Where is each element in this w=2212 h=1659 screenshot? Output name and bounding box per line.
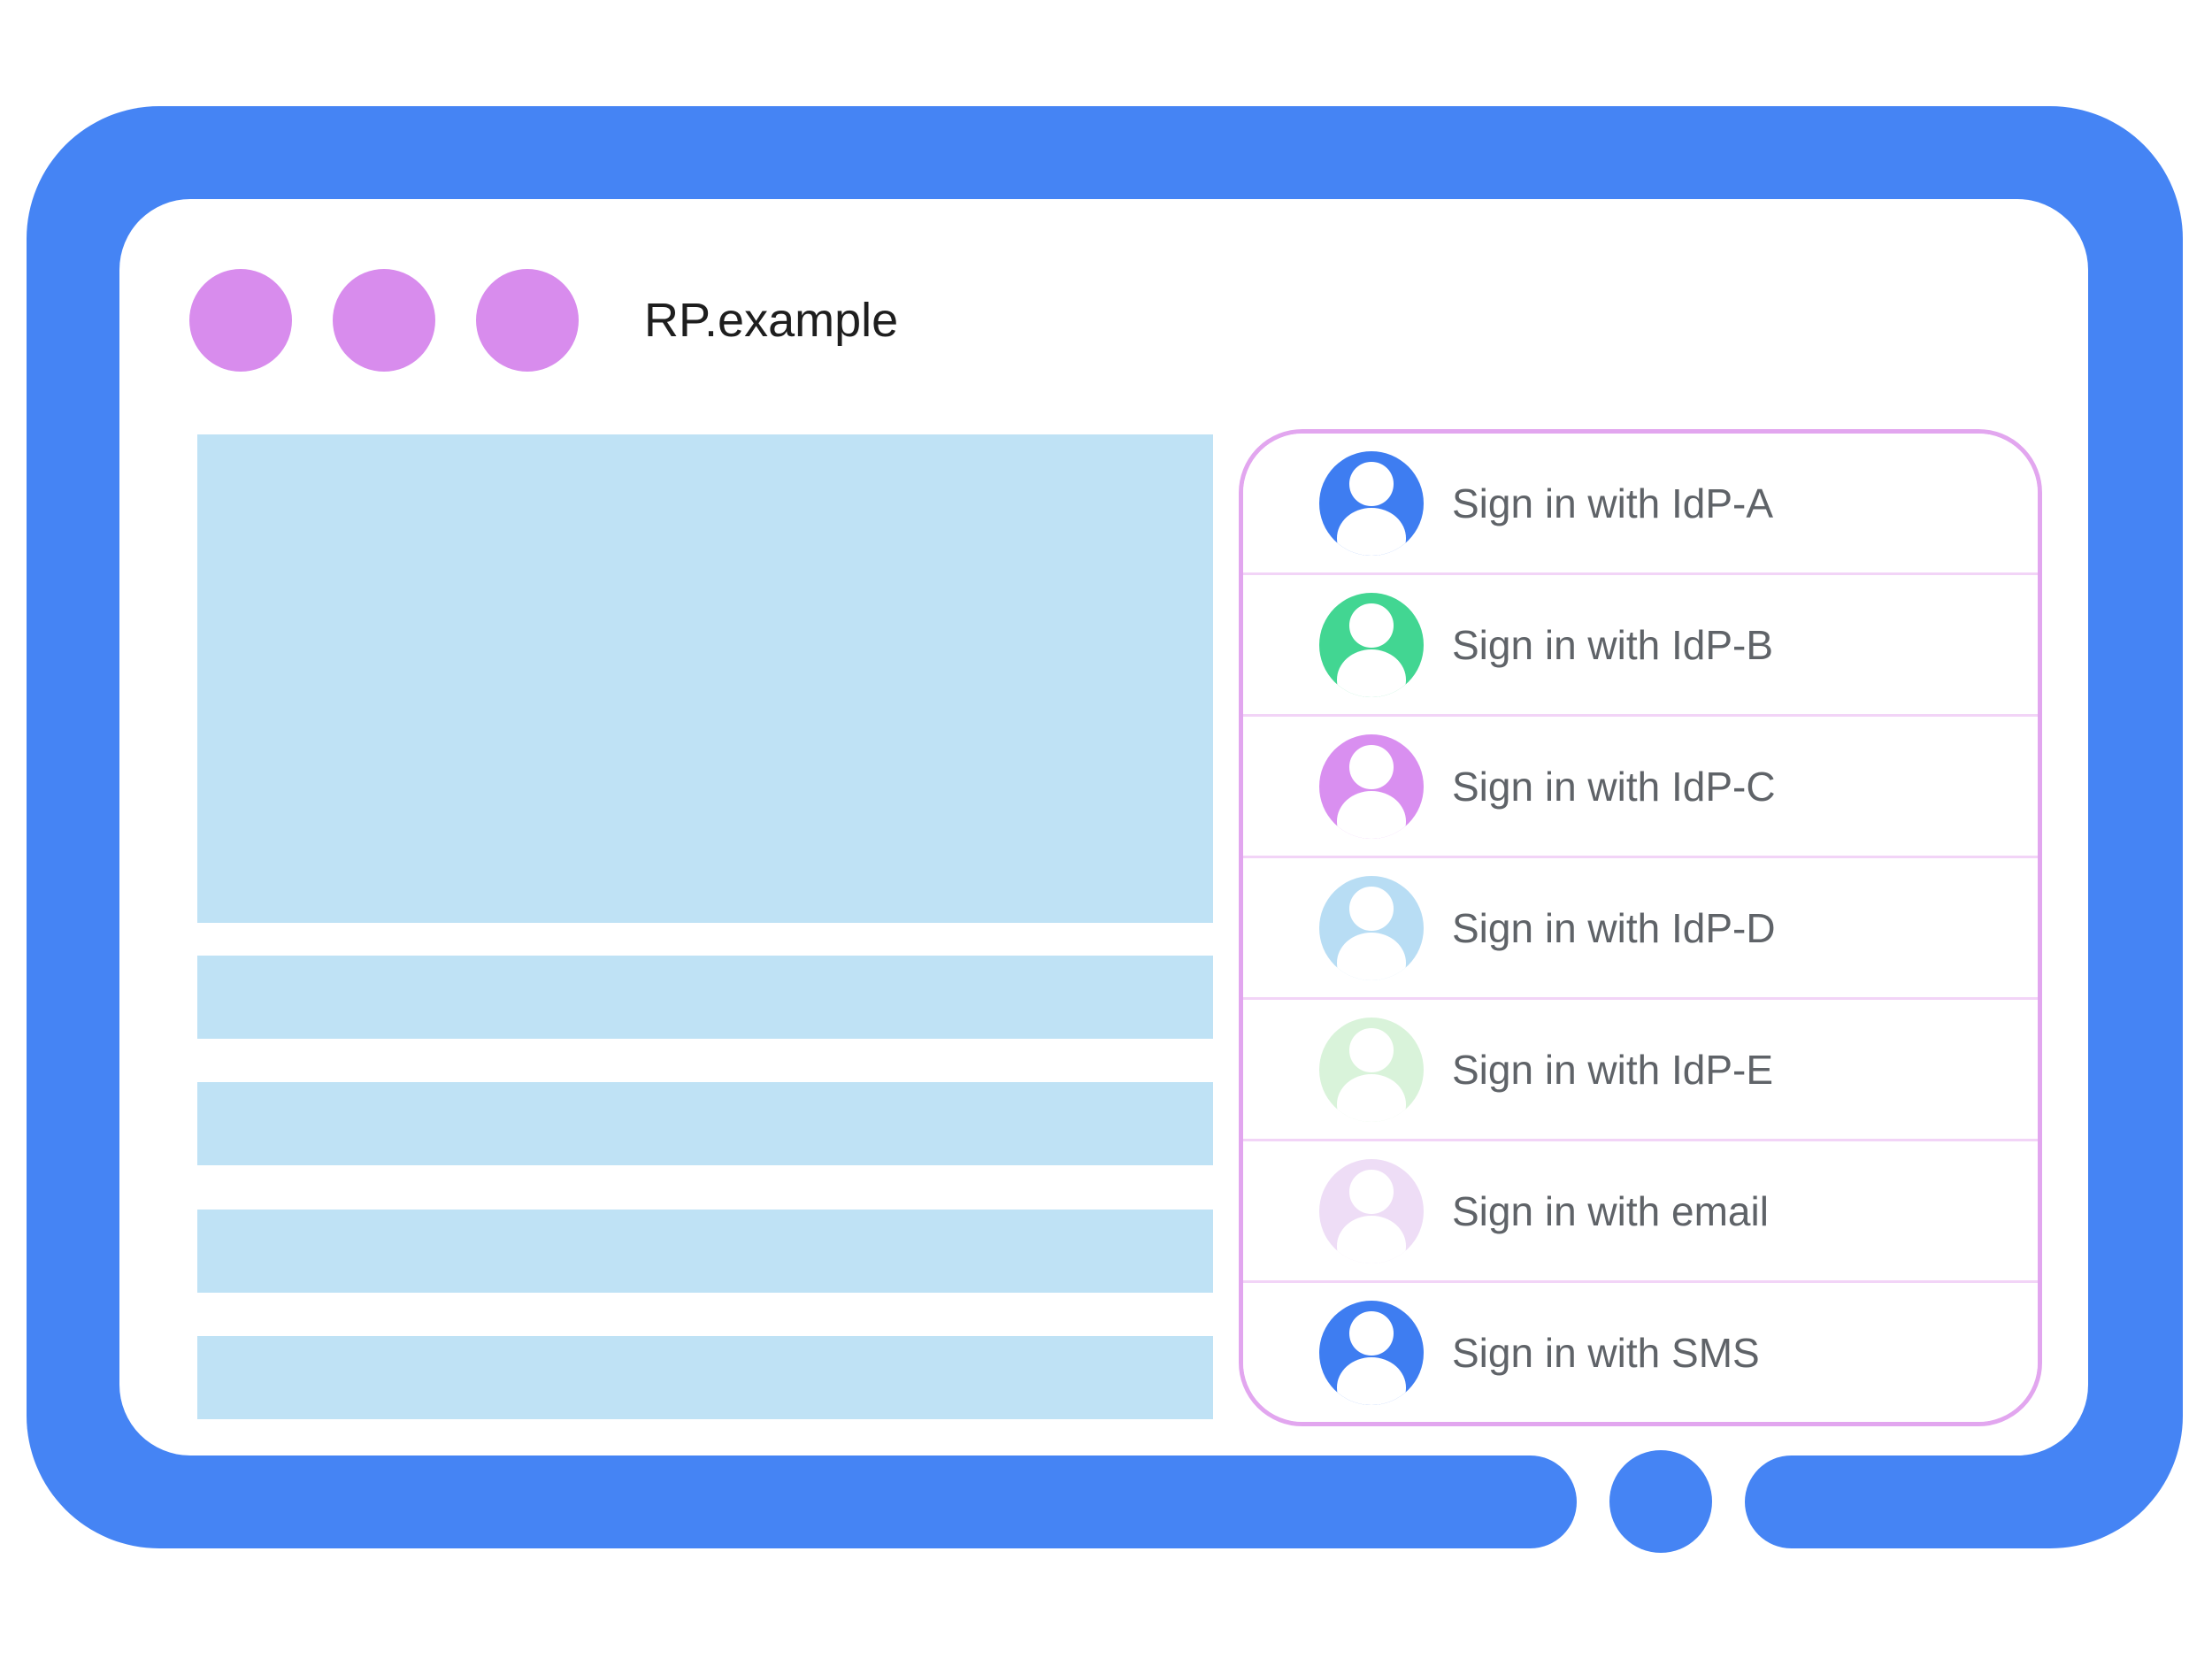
window-dot-icon-2[interactable] [333, 269, 435, 372]
signin-option-idp-c[interactable]: Sign in with IdP-C [1243, 717, 2038, 858]
signin-panel: Sign in with IdP-A Sign in with IdP-B Si… [1239, 429, 2042, 1426]
signin-option-label: Sign in with IdP-B [1452, 621, 1774, 668]
content-placeholder-hero [197, 434, 1213, 923]
content-placeholder-line-2 [197, 1082, 1213, 1165]
signin-option-idp-e[interactable]: Sign in with IdP-E [1243, 1000, 2038, 1141]
user-avatar-icon [1319, 1300, 1424, 1405]
page-title: RP.example [644, 294, 899, 347]
signin-option-label: Sign in with email [1452, 1187, 1769, 1234]
user-avatar-icon [1319, 592, 1424, 697]
signin-option-label: Sign in with IdP-D [1452, 904, 1776, 951]
window-dot-icon-3[interactable] [476, 269, 579, 372]
window-dot-icon-1[interactable] [189, 269, 292, 372]
signin-option-idp-b[interactable]: Sign in with IdP-B [1243, 575, 2038, 717]
window-controls [189, 269, 579, 372]
content-placeholder-line-3 [197, 1210, 1213, 1293]
user-avatar-icon [1319, 733, 1424, 839]
user-avatar-icon [1319, 1158, 1424, 1263]
home-button[interactable] [1609, 1450, 1712, 1553]
signin-option-idp-d[interactable]: Sign in with IdP-D [1243, 858, 2038, 1000]
bezel-bar-left-cap [1485, 1455, 1577, 1548]
signin-option-label: Sign in with SMS [1452, 1329, 1760, 1376]
user-avatar-icon [1319, 450, 1424, 556]
content-placeholder-line-4 [197, 1336, 1213, 1419]
signin-option-sms[interactable]: Sign in with SMS [1243, 1283, 2038, 1422]
user-avatar-icon [1319, 1017, 1424, 1122]
bezel-bar-right-cap [1745, 1455, 1837, 1548]
signin-option-label: Sign in with IdP-C [1452, 763, 1776, 810]
signin-option-email[interactable]: Sign in with email [1243, 1141, 2038, 1283]
signin-option-idp-a[interactable]: Sign in with IdP-A [1243, 434, 2038, 575]
user-avatar-icon [1319, 875, 1424, 980]
signin-option-label: Sign in with IdP-A [1452, 480, 1774, 526]
signin-option-label: Sign in with IdP-E [1452, 1046, 1774, 1093]
content-placeholder-line-1 [197, 956, 1213, 1039]
